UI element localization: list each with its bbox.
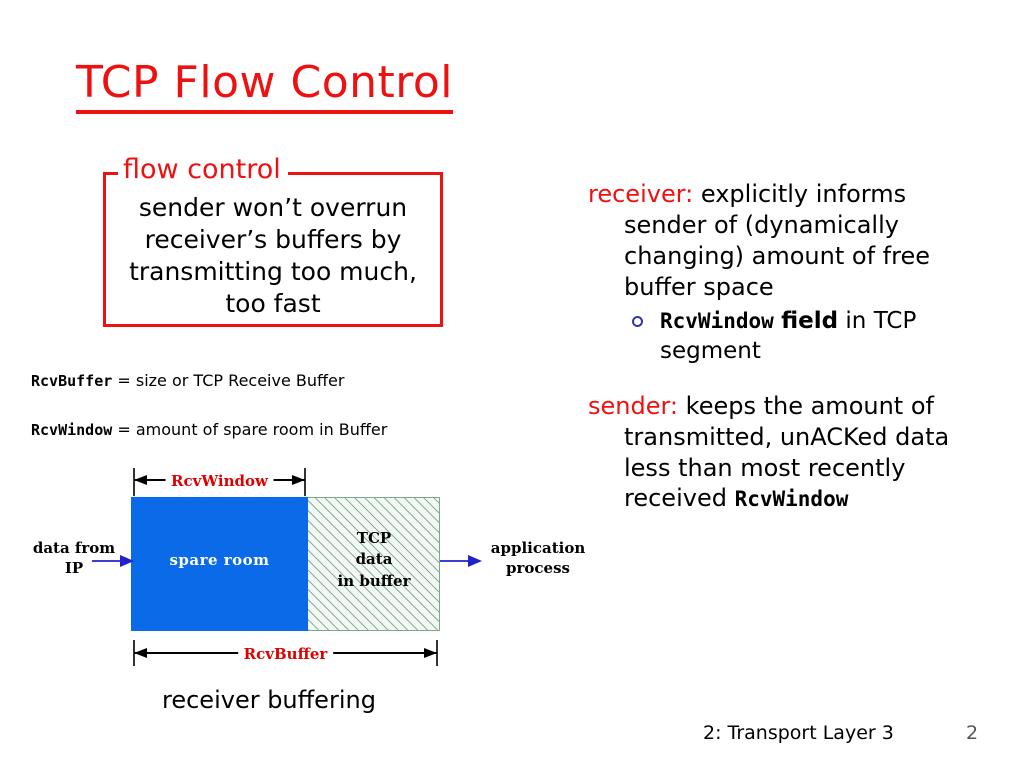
sub-bullet-code: RcvWindow (660, 308, 774, 333)
definition-rcvwindow: RcvWindow = amount of spare room in Buff… (31, 420, 387, 439)
receiver-buffering-caption: receiver buffering (162, 686, 376, 714)
circle-bullet-icon (632, 315, 643, 327)
data-from-ip-label: data from IP (24, 538, 124, 579)
sub-bullet-tail: in TCP segment (660, 307, 917, 364)
flow-control-body-text: sender won’t overrun receiver’s buffers … (103, 192, 443, 320)
footer-title: 2: Transport Layer 3 (703, 722, 894, 744)
data-from-ip-line-1: data from (32, 539, 116, 557)
tcp-data-line-2: data (355, 550, 393, 569)
tcp-data-line-3: in buffer (337, 571, 411, 590)
application-process-line-2: process (506, 559, 570, 578)
rcvbuffer-dimension-label: RcvBuffer (237, 645, 334, 663)
definition-text-rcvwindow: = amount of spare room in Buffer (112, 420, 388, 439)
spare-room-block (131, 497, 308, 631)
tcp-data-in-buffer-block (308, 497, 440, 631)
definition-term-rcvwindow: RcvWindow (31, 421, 113, 439)
rcvwindow-dimension-line: RcvWindow (131, 466, 308, 496)
footer-page-number: 2 (966, 722, 979, 744)
sender-code: RcvWindow (734, 487, 849, 512)
receiver-sub-bullet-list: RcvWindow field in TCP segment (588, 307, 976, 367)
flow-control-line-3: transmitting too much, (129, 257, 417, 286)
list-item: RcvWindow field in TCP segment (630, 307, 976, 367)
sender-paragraph: sender: keeps the amount of transmitted,… (588, 391, 976, 515)
flow-control-line-4: too fast (225, 289, 321, 318)
rcvbuffer-dimension-line: RcvBuffer (131, 640, 440, 668)
sender-keyword: sender: (588, 391, 679, 420)
sender-body-text: keeps the amount of transmitted, unACKed… (624, 391, 950, 513)
right-content-column: receiver: explicitly informs sender of (… (588, 155, 976, 516)
rcvwindow-dimension-label: RcvWindow (165, 472, 274, 490)
definition-text-rcvbuffer: = size or TCP Receive Buffer (112, 371, 345, 390)
flow-control-line-2: receiver’s buffers by (144, 225, 402, 254)
application-process-line-1: application (490, 539, 586, 557)
tcp-data-line-1: TCP (356, 529, 392, 547)
receiver-keyword: receiver: (588, 180, 694, 208)
data-from-ip-line-2: IP (64, 559, 84, 578)
flow-control-legend-label: flow control (118, 152, 288, 188)
spare-room-label: spare room (169, 551, 270, 569)
receiver-body-text: explicitly informs sender of (dynamicall… (624, 180, 930, 301)
receiver-paragraph: receiver: explicitly informs sender of (… (588, 179, 976, 303)
application-process-label: application process (478, 538, 598, 579)
page-title: TCP Flow Control (76, 59, 454, 114)
flow-control-line-1: sender won’t overrun (138, 193, 408, 222)
tcp-data-in-buffer-label: TCP data in buffer (308, 528, 440, 592)
inflow-arrow-icon (92, 553, 134, 567)
definition-rcvbuffer: RcvBuffer = size or TCP Receive Buffer (31, 371, 344, 390)
definition-term-rcvbuffer: RcvBuffer (31, 372, 113, 390)
outflow-arrow-icon (440, 553, 482, 567)
sub-bullet-bold: field (781, 307, 839, 334)
